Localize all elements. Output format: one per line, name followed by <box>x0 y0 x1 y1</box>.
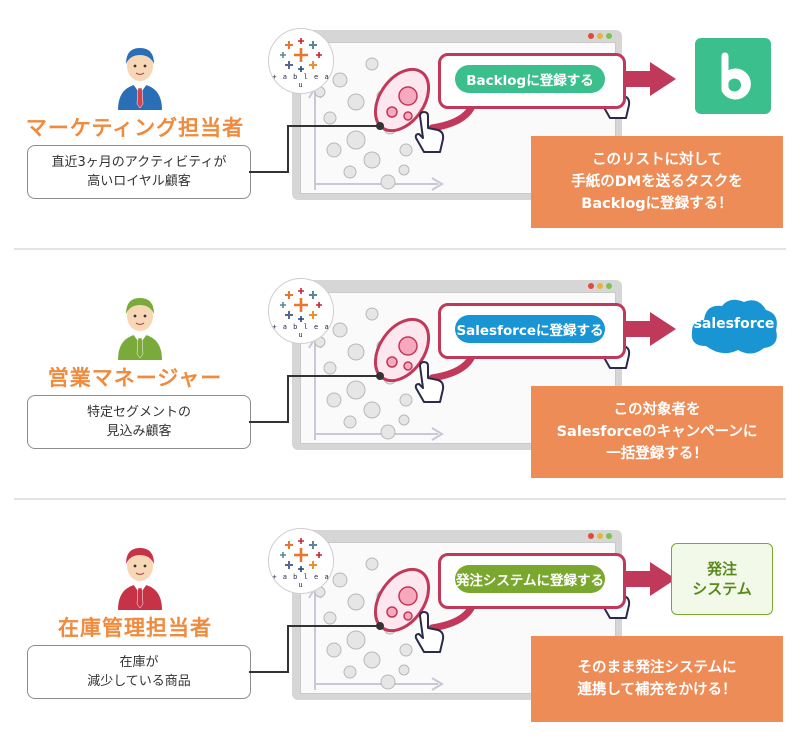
window-control-dot <box>588 533 594 539</box>
role-title: マーケティング担当者 <box>25 116 245 140</box>
person-avatar-icon <box>110 42 170 112</box>
backlog-icon <box>695 38 771 114</box>
action-message: この対象者を Salesforceのキャンペーンに 一括登録する！ <box>531 386 783 478</box>
window-control-dot <box>606 283 612 289</box>
register-action-button[interactable]: Salesforceに登録する <box>455 315 605 343</box>
window-control-dot <box>597 283 603 289</box>
segment-description: 在庫が 減少している商品 <box>27 645 251 699</box>
tableau-wordmark: + a b l e a u <box>272 573 330 589</box>
register-action-button[interactable]: Backlogに登録する <box>455 65 605 93</box>
tableau-wordmark: + a b l e a u <box>272 323 330 339</box>
segment-description: 特定セグメントの 見込み顧客 <box>27 395 251 449</box>
role-title: 在庫管理担当者 <box>58 616 212 640</box>
window-control-dot <box>588 33 594 39</box>
segment-description: 直近3ヶ月のアクティビティが 高いロイヤル顧客 <box>27 145 251 199</box>
window-control-dot <box>606 533 612 539</box>
window-control-dot <box>606 33 612 39</box>
action-message: このリストに対して 手紙のDMを送るタスクを Backlogに登録する！ <box>531 136 783 228</box>
action-message: そのまま発注システムに 連携して補充をかける！ <box>531 636 783 722</box>
register-action-button[interactable]: 発注システムに登録する <box>455 565 605 593</box>
window-control-dot <box>588 283 594 289</box>
salesforce-cloud-icon: salesforce <box>688 292 780 358</box>
action-frame: Backlogに登録する <box>438 53 626 109</box>
person-avatar-icon <box>110 542 170 612</box>
window-control-dot <box>597 533 603 539</box>
action-frame: 発注システムに登録する <box>438 553 626 609</box>
order-system-label: 発注 システム <box>692 560 752 598</box>
tableau-logo-icon: + a b l e a u <box>268 278 334 344</box>
salesforce-wordmark: salesforce <box>693 316 775 332</box>
window-control-dot <box>597 33 603 39</box>
order-system-box: 発注 システム <box>671 543 773 615</box>
action-frame: Salesforceに登録する <box>438 303 626 359</box>
tableau-logo-icon: + a b l e a u <box>268 28 334 94</box>
section-divider <box>14 498 786 500</box>
section-divider <box>14 248 786 250</box>
tableau-wordmark: + a b l e a u <box>272 73 330 89</box>
role-title: 営業マネージャー <box>47 366 223 390</box>
person-avatar-icon <box>110 292 170 362</box>
tableau-logo-icon: + a b l e a u <box>268 528 334 594</box>
